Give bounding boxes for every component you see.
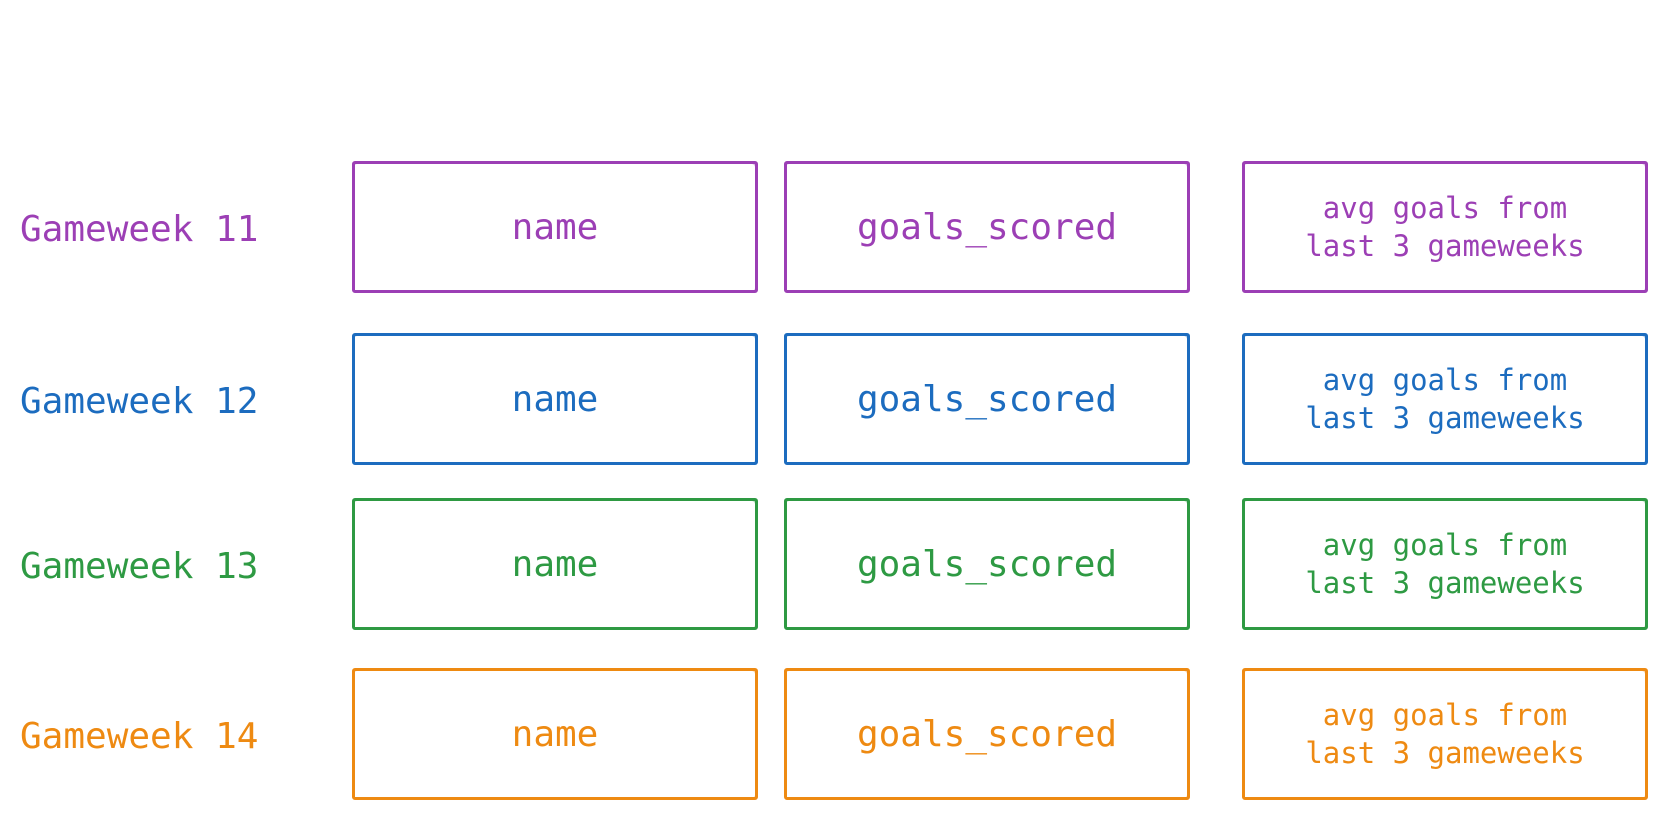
name-box: name — [352, 333, 758, 465]
avg-goals-box: avg goals from last 3 gameweeks — [1242, 333, 1648, 465]
row-label: Gameweek 14 — [20, 715, 259, 757]
goals-scored-box: goals_scored — [784, 498, 1190, 630]
avg-goals-box: avg goals from last 3 gameweeks — [1242, 498, 1648, 630]
avg-goals-line-1: avg goals from — [1322, 191, 1568, 225]
gameweek-row-12: Gameweek 12 name goals_scored avg goals … — [0, 333, 1679, 469]
avg-goals-box: avg goals from last 3 gameweeks — [1242, 161, 1648, 293]
avg-goals-line-2: last 3 gameweeks — [1305, 401, 1585, 435]
goals-scored-box: goals_scored — [784, 161, 1190, 293]
goals-scored-box: goals_scored — [784, 668, 1190, 800]
row-label: Gameweek 13 — [20, 545, 259, 587]
avg-goals-line-2: last 3 gameweeks — [1305, 736, 1585, 770]
avg-goals-line-2: last 3 gameweeks — [1305, 229, 1585, 263]
gameweek-row-13: Gameweek 13 name goals_scored avg goals … — [0, 498, 1679, 634]
row-label: Gameweek 11 — [20, 208, 259, 250]
name-box: name — [352, 498, 758, 630]
avg-goals-box: avg goals from last 3 gameweeks — [1242, 668, 1648, 800]
name-box: name — [352, 668, 758, 800]
avg-goals-line-1: avg goals from — [1322, 363, 1568, 397]
row-label: Gameweek 12 — [20, 380, 259, 422]
avg-goals-line-1: avg goals from — [1322, 528, 1568, 562]
avg-goals-line-2: last 3 gameweeks — [1305, 566, 1585, 600]
goals-scored-box: goals_scored — [784, 333, 1190, 465]
gameweek-row-14: Gameweek 14 name goals_scored avg goals … — [0, 668, 1679, 804]
gameweek-row-11: Gameweek 11 name goals_scored avg goals … — [0, 161, 1679, 297]
name-box: name — [352, 161, 758, 293]
avg-goals-line-1: avg goals from — [1322, 698, 1568, 732]
